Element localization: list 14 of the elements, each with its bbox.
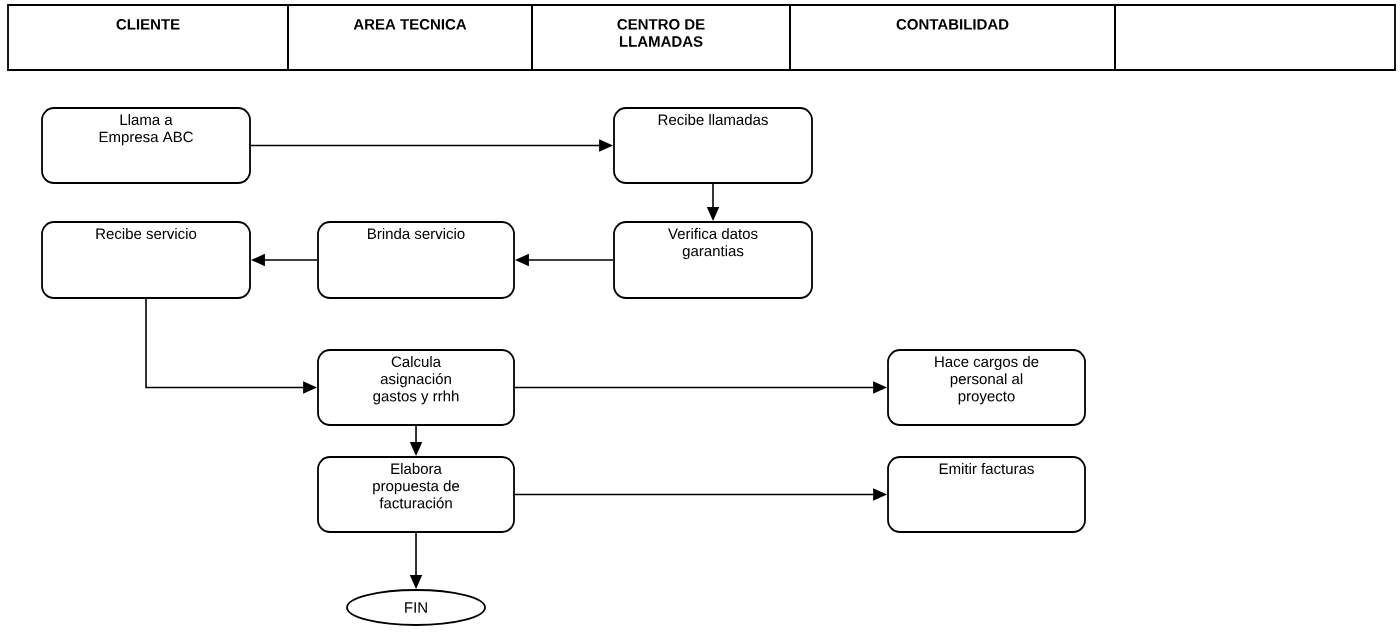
process-box: Calcula asignación gastos y rrhh bbox=[317, 349, 515, 426]
lane-header: CLIENTE bbox=[7, 4, 289, 71]
process-box: Emitir facturas bbox=[887, 456, 1086, 533]
process-box: Verifica datos garantias bbox=[613, 221, 813, 299]
process-box: Recibe servicio bbox=[41, 221, 251, 299]
process-box: Elabora propuesta de facturación bbox=[317, 456, 515, 533]
process-box: Brinda servicio bbox=[317, 221, 515, 299]
lane-header: CONTABILIDAD bbox=[789, 4, 1116, 71]
process-box: Llama a Empresa ABC bbox=[41, 107, 251, 184]
lane-header: CENTRO DE LLAMADAS bbox=[531, 4, 791, 71]
header-cell bbox=[1114, 4, 1396, 71]
process-box: Recibe llamadas bbox=[613, 107, 813, 184]
process-box: Hace cargos de personal al proyecto bbox=[887, 349, 1086, 426]
lane-header: AREA TECNICA bbox=[287, 4, 533, 71]
